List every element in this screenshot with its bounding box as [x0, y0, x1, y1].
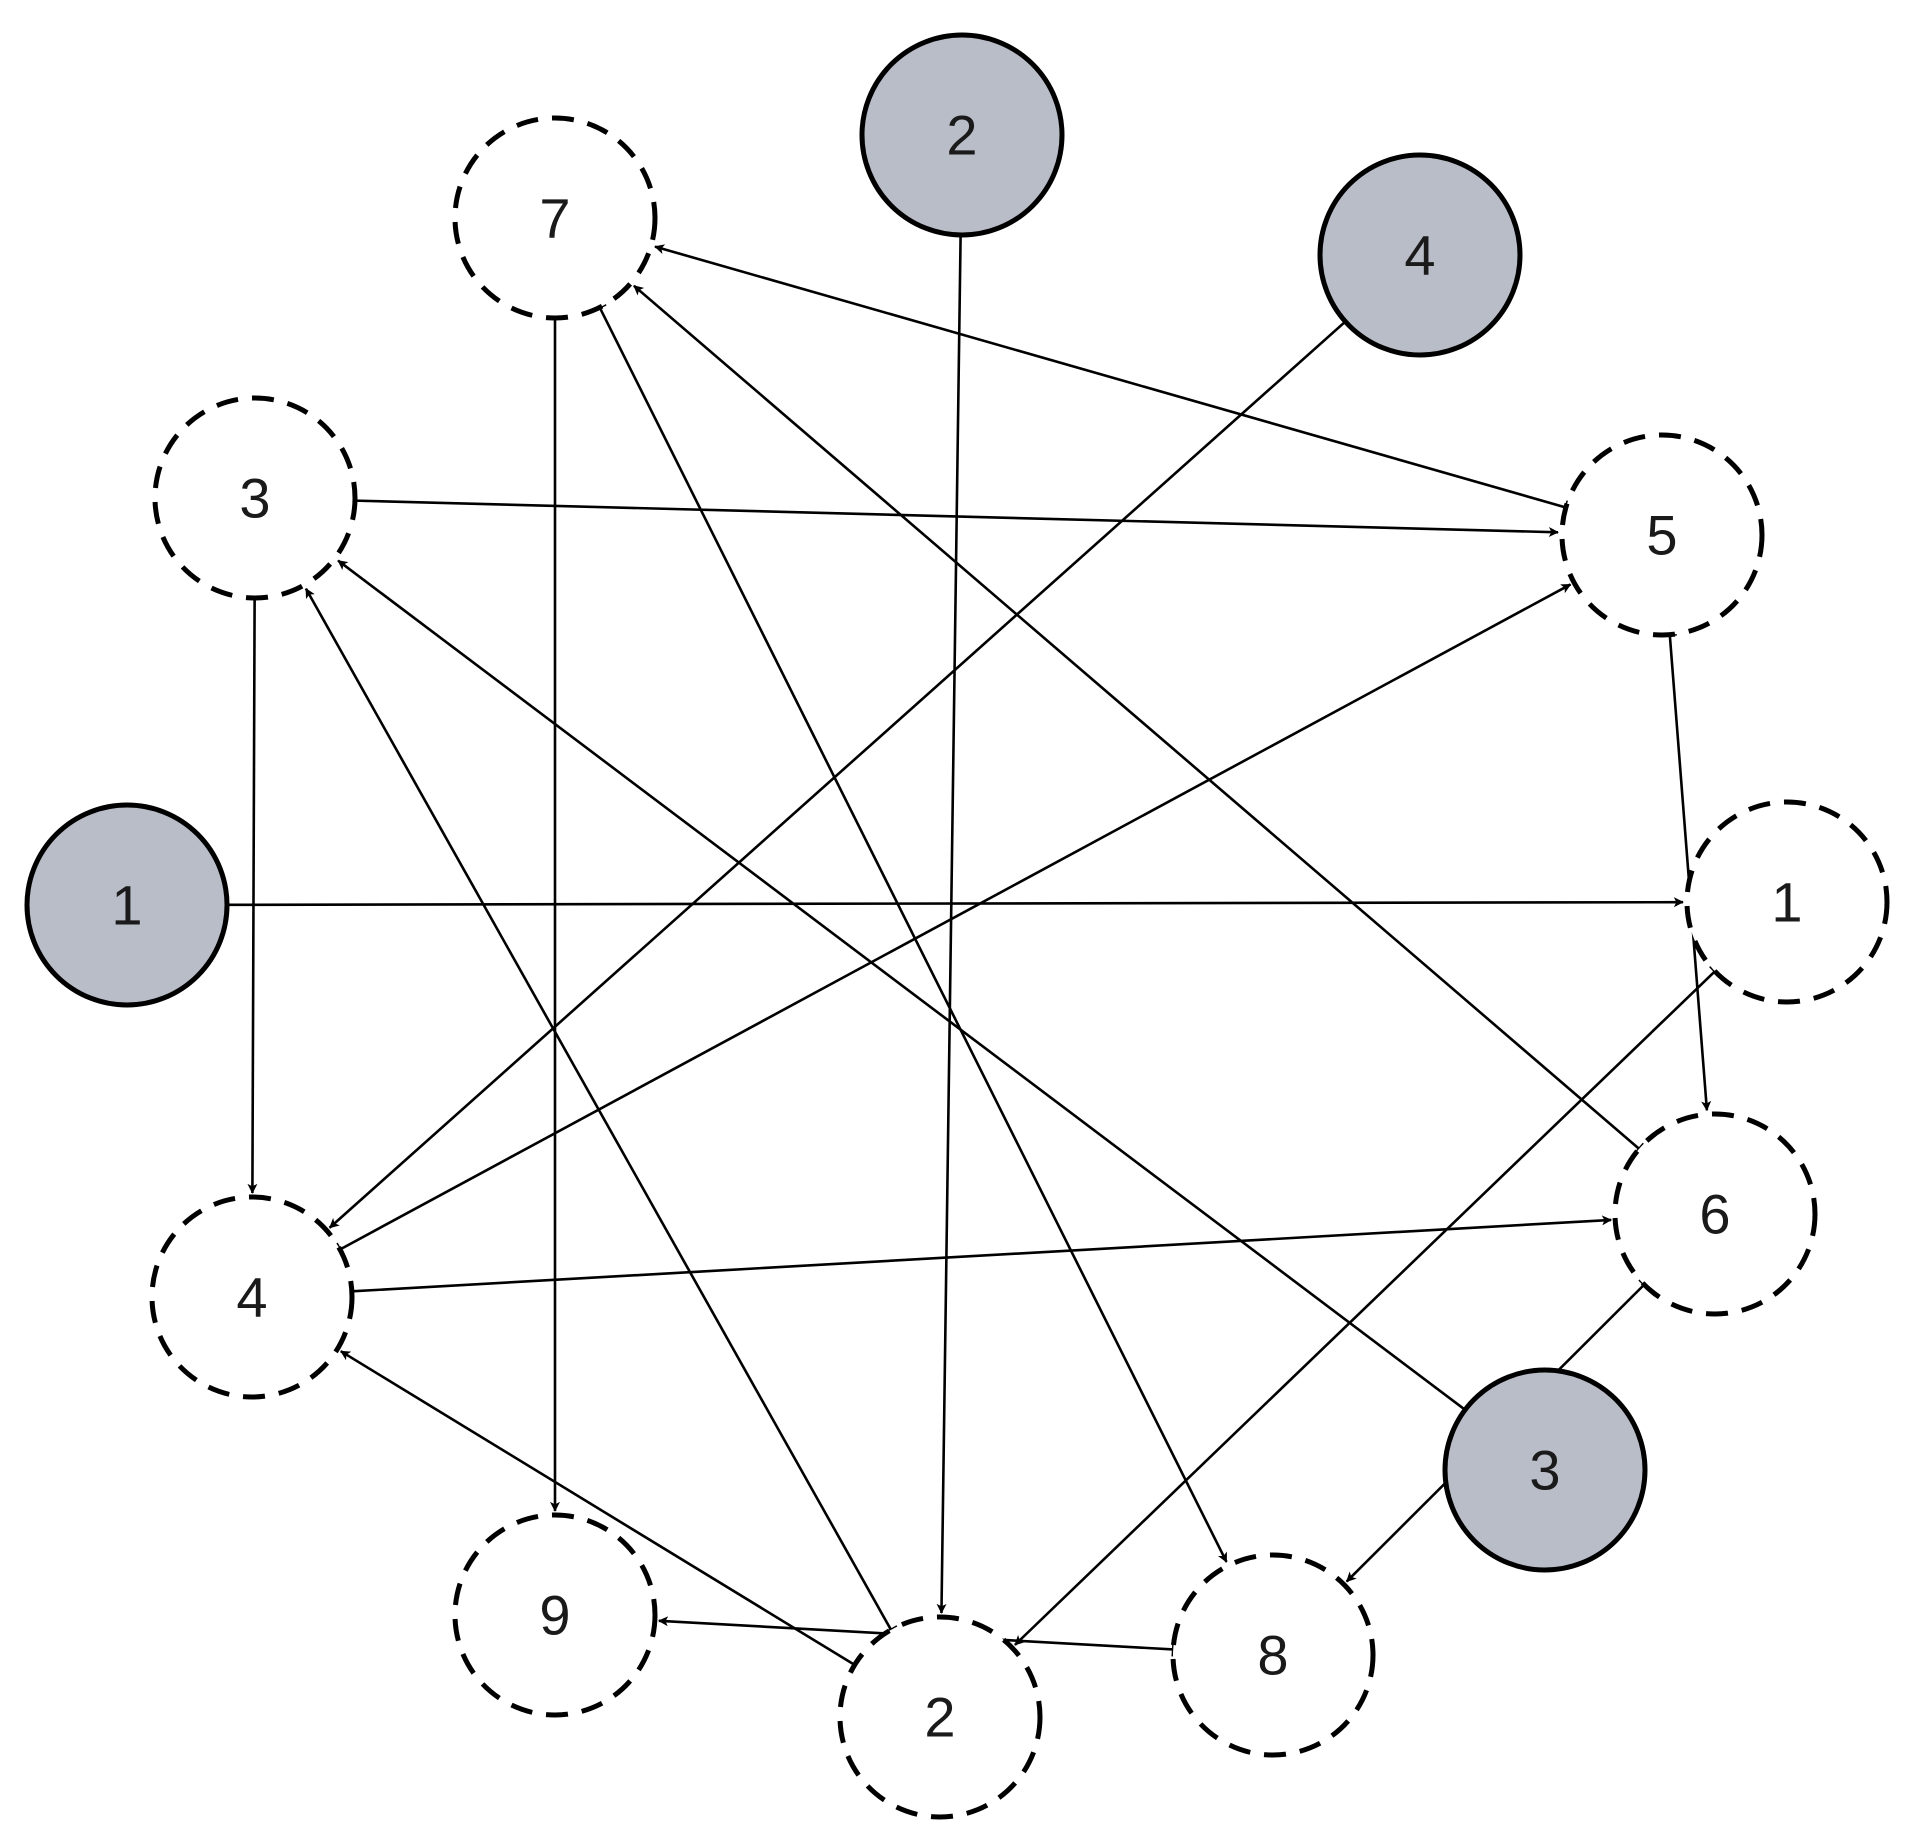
- edge-n5-to-n6: [1668, 634, 1712, 1112]
- edge-n4-to-n6: [351, 1215, 1612, 1293]
- edge-n3-to-n4: [247, 597, 258, 1194]
- node-circle: [452, 1512, 658, 1718]
- node-label: 6: [1699, 1183, 1730, 1246]
- node-circle: [1442, 1367, 1648, 1573]
- node-label: 3: [1529, 1439, 1560, 1502]
- edge-n1-to-n2: [1014, 970, 1716, 1646]
- node-label: 1: [111, 874, 142, 937]
- node-circle: [24, 802, 230, 1008]
- node-circle: [1170, 1552, 1376, 1758]
- node-3: 3: [152, 395, 358, 601]
- node-circle: [152, 395, 358, 601]
- edge-n2-to-n3: [304, 587, 893, 1631]
- edge-in4-to-n4: [328, 320, 1347, 1229]
- node-5: 5: [1559, 432, 1765, 638]
- edge-in1-to-n1: [226, 897, 1684, 908]
- node-circle: [859, 32, 1065, 238]
- node-label: 9: [539, 1584, 570, 1647]
- edge-in3-to-n3: [337, 559, 1466, 1411]
- input-node-2: 2: [859, 32, 1065, 238]
- input-node-4: 4: [1317, 152, 1523, 358]
- node-circle: [1684, 799, 1890, 1005]
- node-circle: [1559, 432, 1765, 638]
- node-circle: [452, 115, 658, 321]
- node-label: 4: [236, 1266, 267, 1329]
- nodes-layer: 1 2 3 4 1 2 3 4 5 6 7 8 9: [24, 32, 1890, 1820]
- node-1: 1: [1684, 799, 1890, 1005]
- node-circle: [837, 1614, 1043, 1820]
- node-label: 4: [1404, 224, 1435, 287]
- node-label: 5: [1646, 504, 1677, 567]
- node-label: 8: [1257, 1624, 1288, 1687]
- edge-n4-to-n5: [339, 583, 1572, 1251]
- node-6: 6: [1612, 1111, 1818, 1317]
- node-2: 2: [837, 1614, 1043, 1820]
- edges-layer: [225, 233, 1721, 1672]
- node-9: 9: [452, 1512, 658, 1718]
- edge-n2-to-n4: [340, 1350, 856, 1667]
- node-label: 2: [924, 1686, 955, 1749]
- edge-in2-to-n2: [936, 234, 962, 1614]
- node-8: 8: [1170, 1552, 1376, 1758]
- edge-n7-to-n8: [598, 306, 1228, 1563]
- node-label: 2: [946, 104, 977, 167]
- node-circle: [1612, 1111, 1818, 1317]
- node-4: 4: [149, 1194, 355, 1400]
- edge-n5-to-n7: [654, 244, 1567, 509]
- node-label: 7: [539, 187, 570, 250]
- input-node-3: 3: [1442, 1367, 1648, 1573]
- node-circle: [1317, 152, 1523, 358]
- node-7: 7: [452, 115, 658, 321]
- input-node-1: 1: [24, 802, 230, 1008]
- edge-n6-to-n7: [633, 284, 1640, 1150]
- node-circle: [149, 1194, 355, 1400]
- node-label: 1: [1771, 871, 1802, 934]
- node-label: 3: [239, 467, 270, 530]
